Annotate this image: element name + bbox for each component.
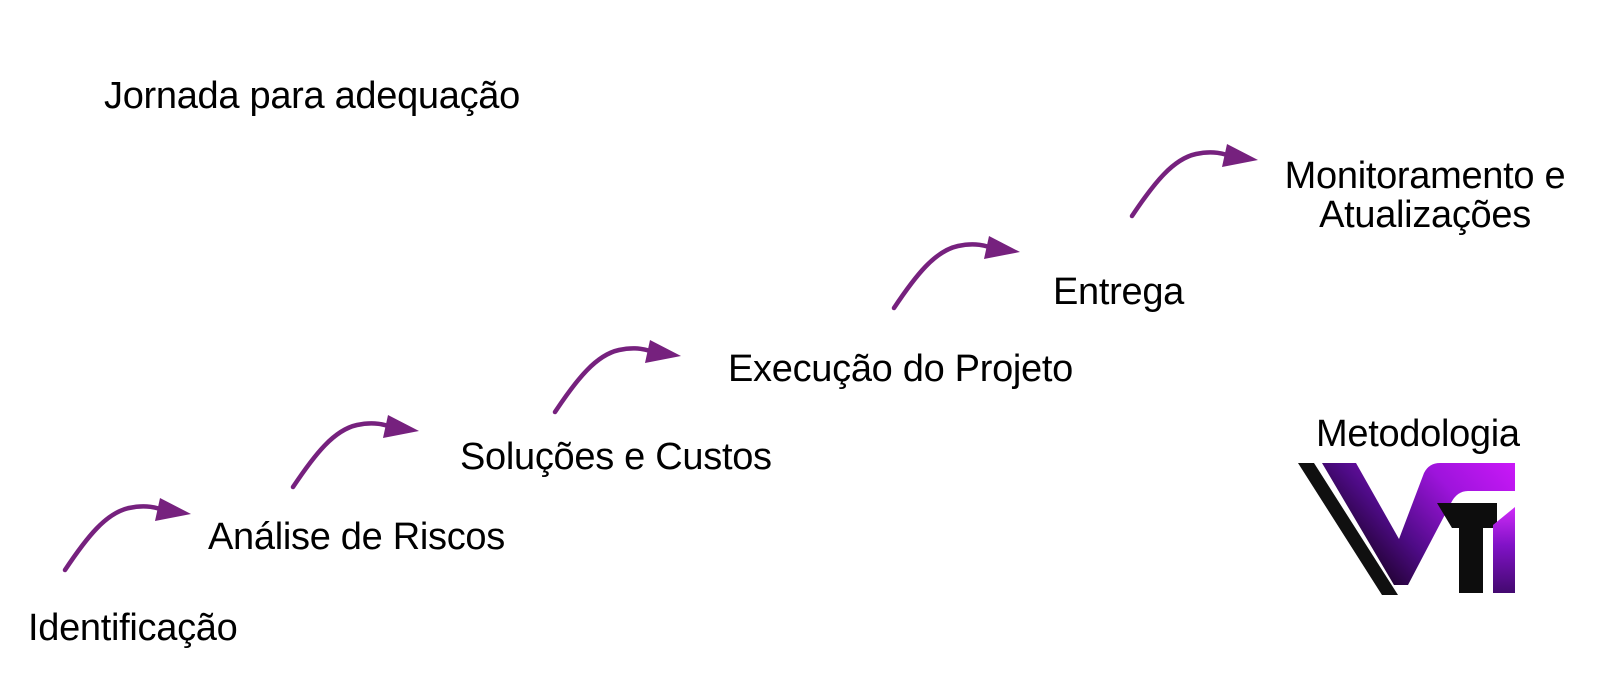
step-label-analise-de-riscos: Análise de Riscos <box>208 516 505 558</box>
logo-letter-t <box>1437 503 1497 593</box>
brand-caption: Metodologia <box>1316 413 1520 455</box>
step-label-entrega: Entrega <box>1053 271 1184 313</box>
logo-letter-v <box>1322 463 1515 585</box>
step-label-identificacao: Identificação <box>28 607 238 649</box>
curved-arrow-icon-1 <box>62 498 191 573</box>
logo-stripe <box>1298 463 1398 595</box>
slide-title: Jornada para adequação <box>104 75 520 117</box>
curved-arrow-icon-3 <box>552 340 681 415</box>
vti-logo <box>1298 463 1515 595</box>
curved-arrow-icon-2 <box>290 415 419 490</box>
curved-arrow-icon-5 <box>1129 144 1258 219</box>
step-label-solucoes-e-custos: Soluções e Custos <box>460 436 772 478</box>
step-label-monitoramento-e-atualizacoes: Monitoramento e Atualizações <box>1284 155 1566 236</box>
step-label-execucao-do-projeto: Execução do Projeto <box>728 348 1073 390</box>
curved-arrow-icon-4 <box>891 236 1020 311</box>
logo-letter-i <box>1493 507 1515 593</box>
